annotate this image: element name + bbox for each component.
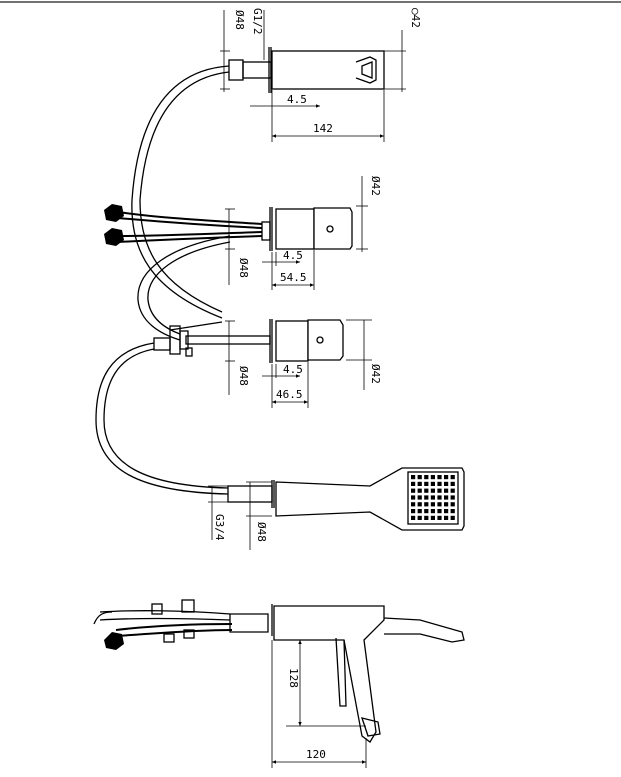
spray-nozzle xyxy=(424,509,429,514)
dim-top-dia-42: ○42 xyxy=(409,8,422,28)
dim-mid2-dia-48: Ø48 xyxy=(237,366,250,386)
valve-2-assembly xyxy=(153,319,344,363)
spray-nozzle xyxy=(430,481,435,486)
spray-nozzle xyxy=(424,515,429,520)
spray-nozzle xyxy=(450,509,455,514)
spray-nozzle xyxy=(424,481,429,486)
dim-mid2-offset: 4.5 xyxy=(283,363,303,376)
dim-top-thread: G1/2 xyxy=(251,8,264,35)
spray-nozzle xyxy=(417,502,422,507)
spray-nozzle xyxy=(437,502,442,507)
dim-mid1-offset: 4.5 xyxy=(283,249,303,262)
dim-mid2-length: 46.5 xyxy=(276,388,303,401)
spray-nozzle xyxy=(411,495,416,500)
spray-nozzle xyxy=(424,502,429,507)
spray-nozzle xyxy=(417,481,422,486)
spray-nozzle xyxy=(411,509,416,514)
valve-1-dimensions: Ø42 4.5 54.5 Ø48 xyxy=(225,176,382,290)
valve-2-dimensions: 4.5 46.5 Ø48 Ø42 xyxy=(225,319,382,408)
spray-nozzle xyxy=(424,495,429,500)
spray-nozzle xyxy=(437,495,442,500)
spray-nozzle xyxy=(417,475,422,480)
spray-nozzle xyxy=(450,515,455,520)
spray-nozzle xyxy=(437,515,442,520)
spray-nozzle xyxy=(430,509,435,514)
spray-nozzle xyxy=(437,475,442,480)
spray-nozzle xyxy=(417,488,422,493)
side-view-dimensions: 128 120 xyxy=(271,639,367,768)
top-spout-assembly xyxy=(131,47,385,201)
spray-nozzle xyxy=(437,509,442,514)
spray-nozzle xyxy=(444,475,449,480)
spray-nozzle xyxy=(450,495,455,500)
spray-nozzle xyxy=(417,509,422,514)
top-dimensions: Ø48 G1/2 ○42 4.5 142 xyxy=(220,8,422,142)
hand-shower-dimensions: G3/4 Ø48 xyxy=(208,481,272,550)
dim-top-dia-48: Ø48 xyxy=(233,10,246,30)
dim-top-offset: 4.5 xyxy=(287,93,307,106)
dim-mid1-dia-48: Ø48 xyxy=(237,258,250,278)
dim-top-length: 142 xyxy=(313,122,333,135)
hand-shower-assembly xyxy=(95,342,465,531)
side-view-assembly xyxy=(93,599,465,743)
spray-nozzle xyxy=(411,488,416,493)
spray-nozzle xyxy=(430,515,435,520)
spray-nozzle xyxy=(450,502,455,507)
spray-nozzle xyxy=(417,515,422,520)
spray-nozzle xyxy=(450,481,455,486)
spray-nozzle xyxy=(444,481,449,486)
spray-nozzle xyxy=(430,502,435,507)
spray-nozzle xyxy=(411,502,416,507)
spray-nozzle xyxy=(411,515,416,520)
spray-nozzle xyxy=(417,495,422,500)
dim-side-width: 120 xyxy=(306,748,326,761)
spray-nozzle xyxy=(450,488,455,493)
spray-nozzle xyxy=(430,488,435,493)
spray-nozzle xyxy=(430,495,435,500)
spray-nozzle xyxy=(444,509,449,514)
spray-nozzle xyxy=(430,475,435,480)
dim-hand-thread: G3/4 xyxy=(213,514,226,541)
spray-nozzle-grid xyxy=(411,475,455,520)
spray-nozzle xyxy=(444,488,449,493)
spray-nozzle xyxy=(437,488,442,493)
spray-nozzle xyxy=(450,475,455,480)
valve-1-assembly xyxy=(104,199,353,341)
dim-mid1-length: 54.5 xyxy=(280,271,307,284)
spray-nozzle xyxy=(424,488,429,493)
spray-nozzle xyxy=(437,481,442,486)
dim-mid1-dia-42: Ø42 xyxy=(369,176,382,196)
dim-hand-dia-48: Ø48 xyxy=(255,522,268,542)
spray-nozzle xyxy=(444,495,449,500)
spray-nozzle xyxy=(411,475,416,480)
dim-mid2-dia-42: Ø42 xyxy=(369,364,382,384)
dim-side-height: 128 xyxy=(287,668,300,688)
spray-nozzle xyxy=(424,475,429,480)
spray-nozzle xyxy=(444,502,449,507)
spray-nozzle xyxy=(444,515,449,520)
spray-nozzle xyxy=(411,481,416,486)
